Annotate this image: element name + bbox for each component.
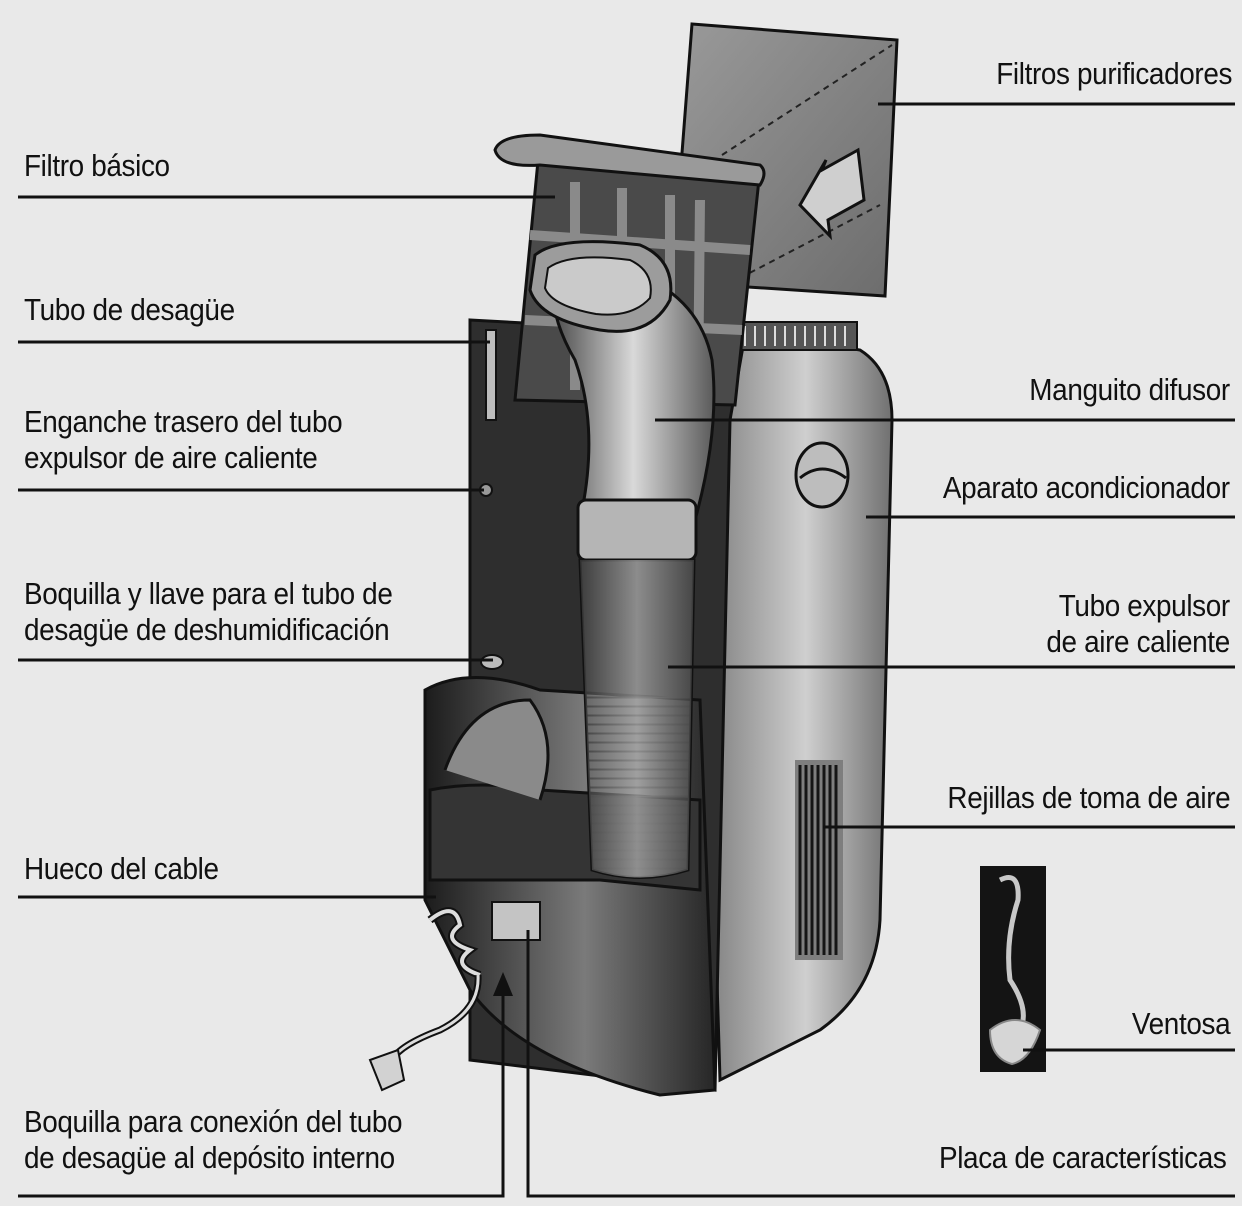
rating-plate xyxy=(491,901,541,941)
label-aparato-acondicionador: Aparato acondicionador xyxy=(943,470,1230,505)
label-hueco-cable: Hueco del cable xyxy=(24,851,219,886)
label-filtro-basico: Filtro básico xyxy=(24,148,170,183)
diffuser-and-hose xyxy=(528,240,716,879)
label-tubo-expulsor: Tubo expulsor de aire caliente xyxy=(1046,588,1231,659)
label-tubo-desague: Tubo de desagüe xyxy=(24,292,235,327)
label-filtros-purificadores: Filtros purificadores xyxy=(996,56,1232,91)
arrow-left-icon xyxy=(798,147,866,241)
suction-cup-icon xyxy=(988,1019,1042,1066)
label-ventosa: Ventosa xyxy=(1131,1006,1231,1041)
label-rejillas: Rejillas de toma de aire xyxy=(947,780,1230,815)
label-boquilla-llave: Boquilla y llave para el tubo de desagüe… xyxy=(24,576,393,647)
power-plug-icon xyxy=(368,1048,406,1092)
air-intake-grille xyxy=(795,760,843,960)
label-placa: Placa de características xyxy=(938,1140,1226,1175)
power-cable xyxy=(368,907,482,1092)
label-manguito-difusor: Manguito difusor xyxy=(1029,372,1230,407)
suction-cup-inset xyxy=(980,866,1046,1072)
arrow-up-icon xyxy=(493,972,513,996)
leader-lines xyxy=(18,102,1235,1198)
label-enganche: Enganche trasero del tubo expulsor de ai… xyxy=(24,404,343,475)
label-boquilla-conexion: Boquilla para conexión del tubo de desag… xyxy=(24,1104,403,1175)
